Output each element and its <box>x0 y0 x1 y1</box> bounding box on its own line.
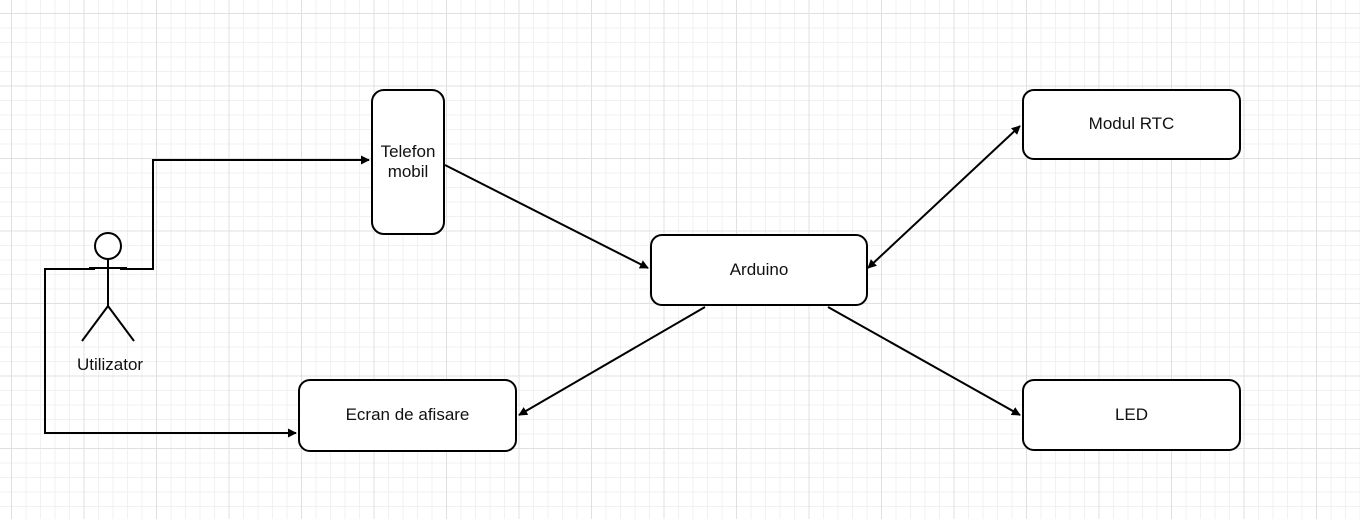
edge-arduino-rtc <box>867 125 1021 269</box>
edge-utilizator-ecran <box>44 268 297 438</box>
edge-arduino-led <box>827 306 1021 416</box>
edge-utilizator-telefon <box>120 155 370 270</box>
node-telefon-mobil-label: Telefon mobil <box>380 141 436 181</box>
node-modul-rtc[interactable]: Modul RTC <box>1022 89 1241 160</box>
node-ecran-de-afisare-label: Ecran de afisare <box>345 405 470 425</box>
node-modul-rtc-label: Modul RTC <box>1088 114 1175 134</box>
node-ecran-de-afisare[interactable]: Ecran de afisare <box>298 379 517 452</box>
edge-arduino-ecran <box>518 306 706 416</box>
node-telefon-mobil[interactable]: Telefon mobil <box>371 89 445 235</box>
node-led-label: LED <box>1114 404 1149 424</box>
node-arduino[interactable]: Arduino <box>650 234 868 306</box>
edge-telefon-arduino <box>444 164 649 269</box>
actor-utilizator-label: Utilizator <box>76 355 144 374</box>
node-led[interactable]: LED <box>1022 379 1241 451</box>
node-arduino-label: Arduino <box>729 259 789 279</box>
stick-figure-icon <box>81 232 135 342</box>
